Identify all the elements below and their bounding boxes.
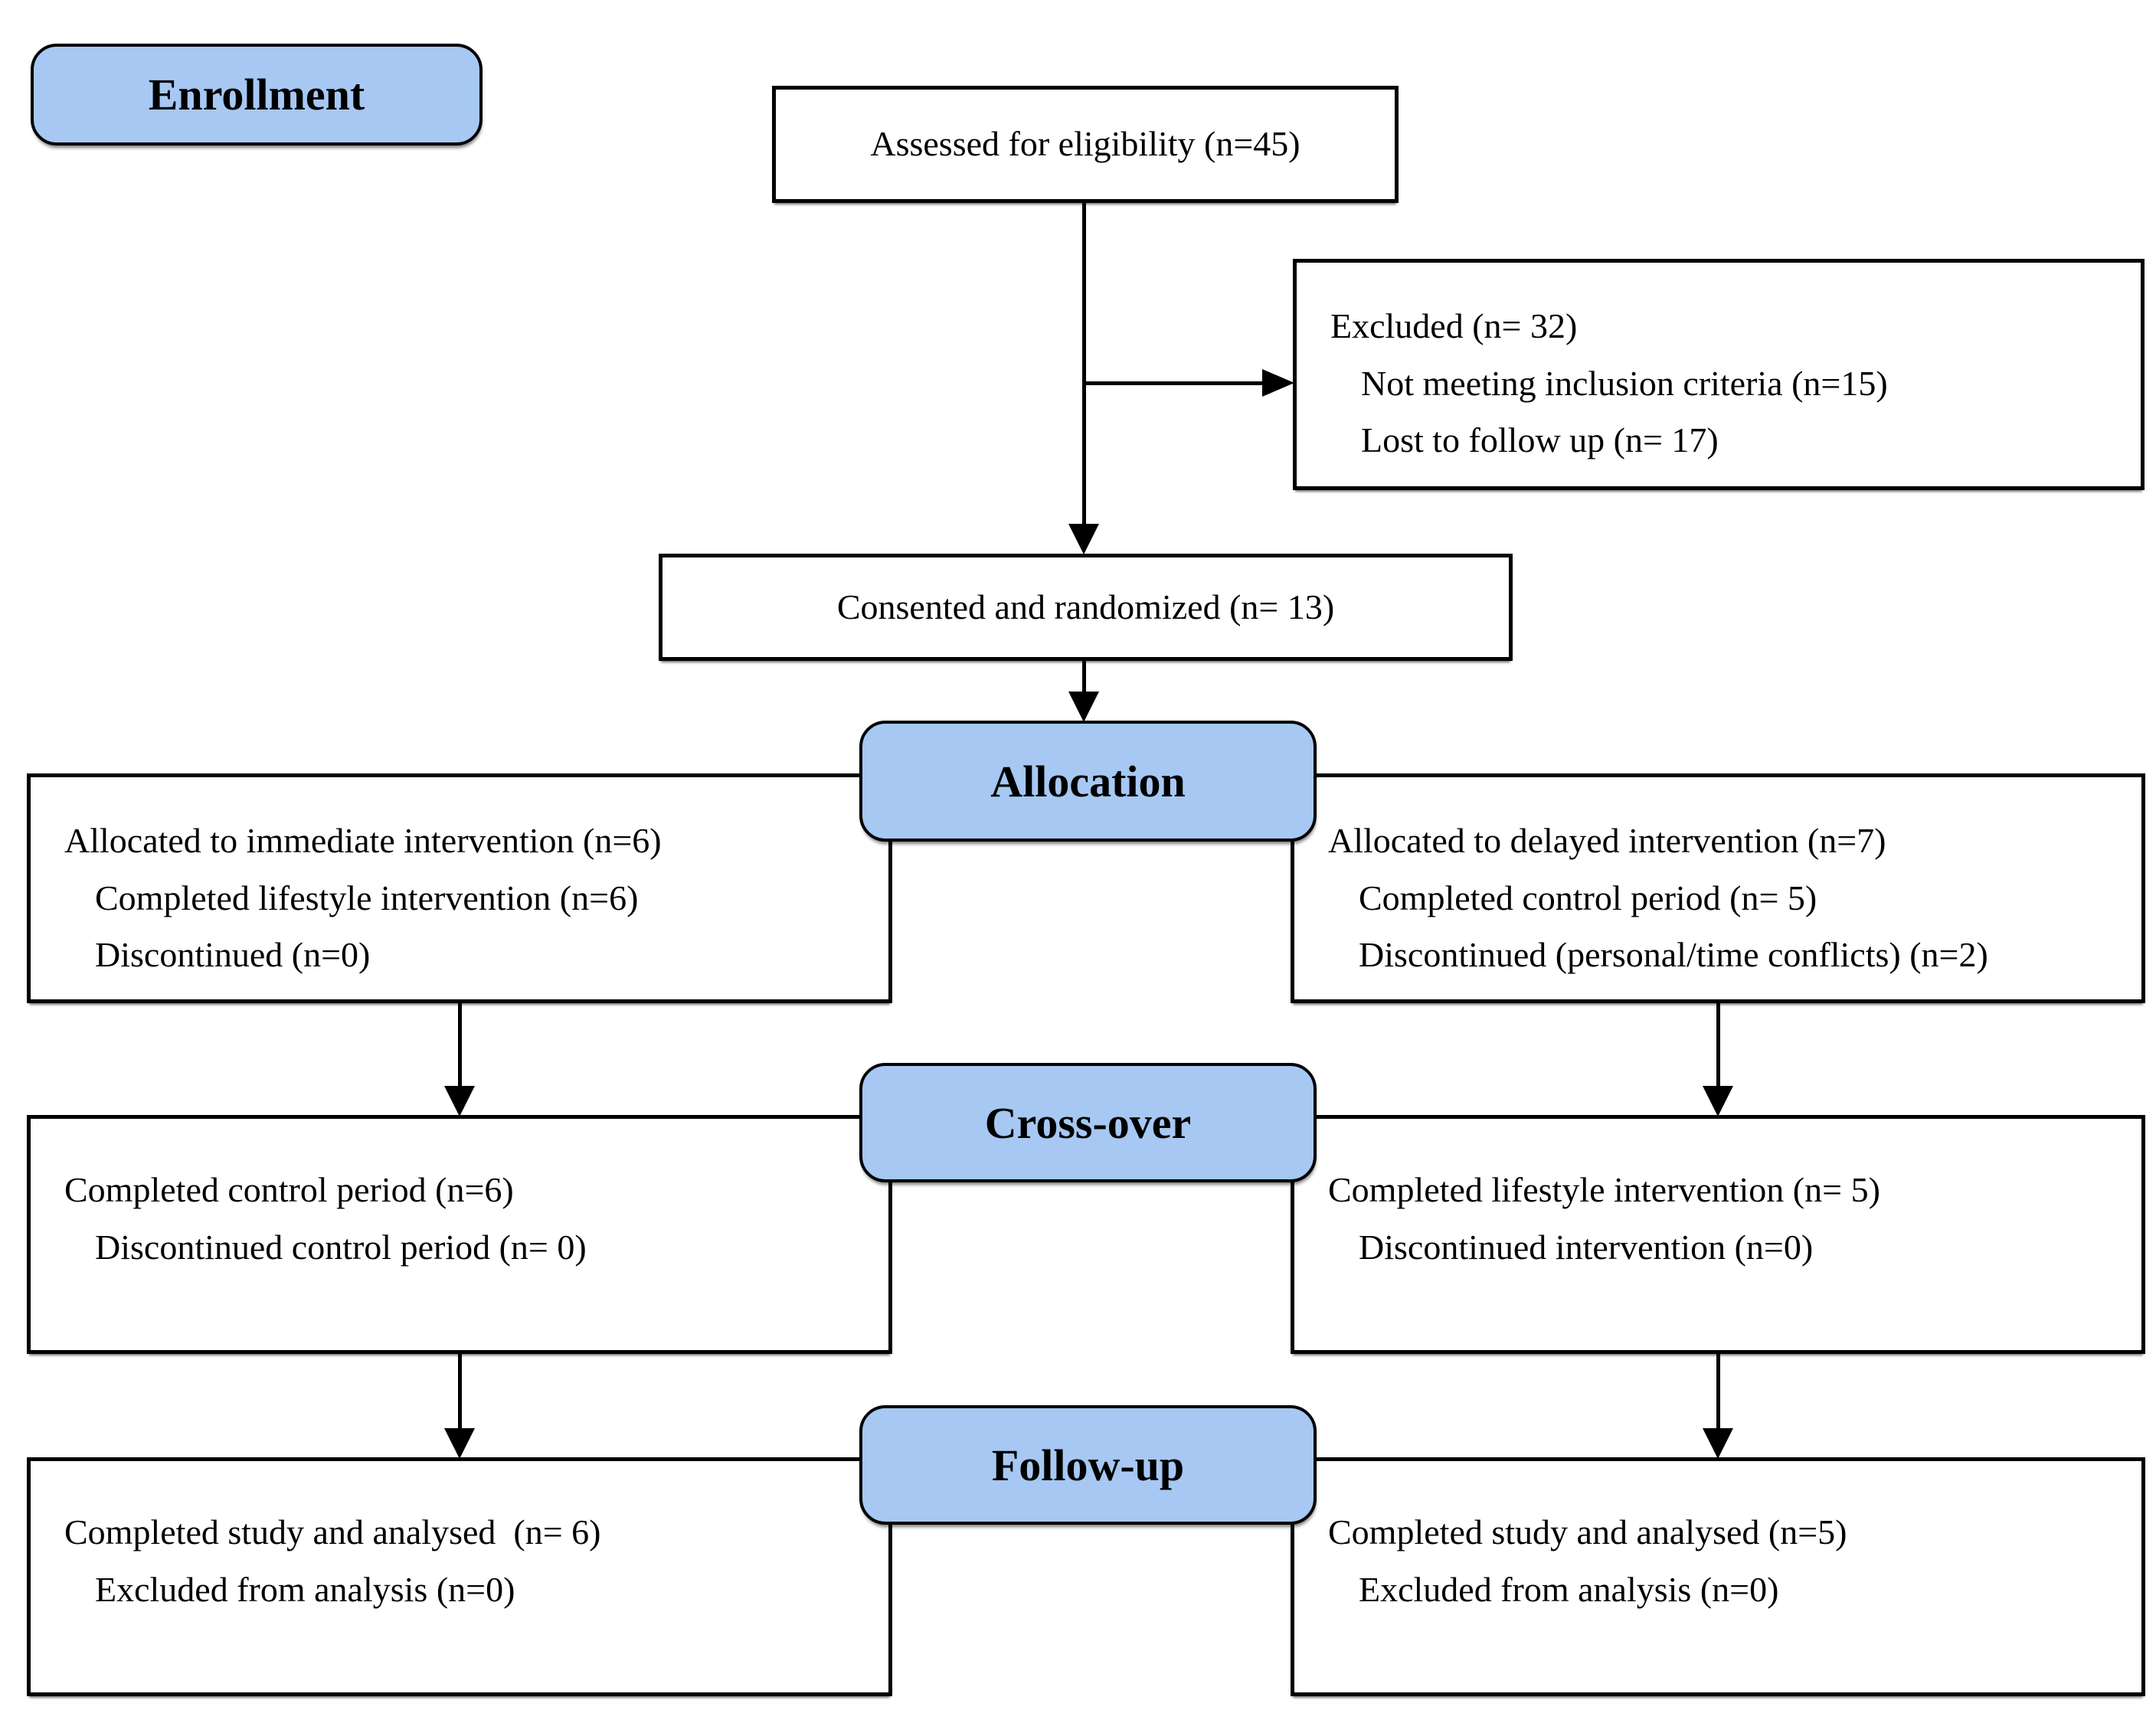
- arrowhead-down-to-crossright: [1703, 1086, 1733, 1117]
- box-line: Allocated to delayed intervention (n=7): [1328, 821, 1886, 860]
- box-assessed-for-eligibility: Assessed for eligibility (n=45): [772, 86, 1399, 203]
- box-line: Discontinued control period (n= 0): [95, 1227, 587, 1267]
- stage-label-enrollment: Enrollment: [148, 70, 365, 119]
- connector-branch-to-excluded-line: [1082, 381, 1264, 385]
- box-crossover-completed-control: Completed control period (n=6) Discontin…: [27, 1115, 892, 1354]
- stage-pill-enrollment: Enrollment: [31, 44, 483, 145]
- arrowhead-right-to-excluded: [1262, 369, 1294, 397]
- box-line: Completed study and analysed (n=5): [1328, 1512, 1847, 1551]
- stage-pill-followup: Follow-up: [859, 1405, 1317, 1525]
- box-allocated-immediate-intervention: Allocated to immediate intervention (n=6…: [27, 773, 892, 1003]
- box-line: Discontinued intervention (n=0): [1359, 1227, 1814, 1267]
- connector-assessed-to-consented-line: [1082, 203, 1086, 528]
- stage-label-crossover: Cross-over: [984, 1097, 1192, 1148]
- box-followup-right-completed-study: Completed study and analysed (n=5) Exclu…: [1291, 1457, 2145, 1696]
- box-line: Completed control period (n= 5): [1359, 878, 1817, 917]
- box-line: Discontinued (personal/time conflicts) (…: [1359, 935, 1988, 975]
- connector-consented-to-allocation-line: [1082, 661, 1086, 695]
- box-allocated-delayed-intervention: Allocated to delayed intervention (n=7) …: [1291, 773, 2145, 1003]
- box-line: Discontinued (n=0): [95, 935, 371, 975]
- box-line: Excluded from analysis (n=0): [95, 1569, 515, 1609]
- box-excluded: Excluded (n= 32) Not meeting inclusion c…: [1293, 259, 2145, 490]
- box-line: Excluded (n= 32): [1330, 306, 1578, 345]
- arrowhead-down-to-followright: [1703, 1428, 1733, 1459]
- box-line: Lost to follow up (n= 17): [1361, 420, 1719, 460]
- connector-crossright-to-followright-line: [1716, 1354, 1720, 1430]
- arrowhead-down-to-allocation: [1068, 692, 1099, 722]
- box-line: Completed control period (n=6): [64, 1170, 514, 1209]
- connector-crossleft-to-followleft-line: [458, 1354, 462, 1430]
- stage-pill-crossover: Cross-over: [859, 1063, 1317, 1182]
- arrowhead-down-to-consented: [1068, 524, 1099, 554]
- box-line: Allocated to immediate intervention (n=6…: [64, 821, 662, 860]
- box-line: Assessed for eligibility (n=45): [870, 124, 1300, 164]
- stage-label-allocation: Allocation: [990, 756, 1186, 806]
- box-followup-left-completed-study: Completed study and analysed (n= 6) Excl…: [27, 1457, 892, 1696]
- box-line: Completed study and analysed (n= 6): [64, 1512, 601, 1551]
- arrowhead-down-to-followleft: [444, 1428, 475, 1459]
- box-line: Not meeting inclusion criteria (n=15): [1361, 363, 1888, 403]
- stage-label-followup: Follow-up: [991, 1440, 1185, 1490]
- stage-pill-allocation: Allocation: [859, 721, 1317, 842]
- connector-allocright-to-crossright-line: [1716, 1003, 1720, 1087]
- box-consented-randomized: Consented and randomized (n= 13): [659, 554, 1513, 661]
- box-line: Completed lifestyle intervention (n= 5): [1328, 1170, 1880, 1209]
- box-line: Completed lifestyle intervention (n=6): [95, 878, 639, 917]
- box-crossover-completed-lifestyle: Completed lifestyle intervention (n= 5) …: [1291, 1115, 2145, 1354]
- box-line: Consented and randomized (n= 13): [836, 587, 1335, 626]
- connector-allocleft-to-crossleft-line: [458, 1003, 462, 1087]
- box-line: Excluded from analysis (n=0): [1359, 1569, 1779, 1609]
- arrowhead-down-to-crossleft: [444, 1086, 475, 1117]
